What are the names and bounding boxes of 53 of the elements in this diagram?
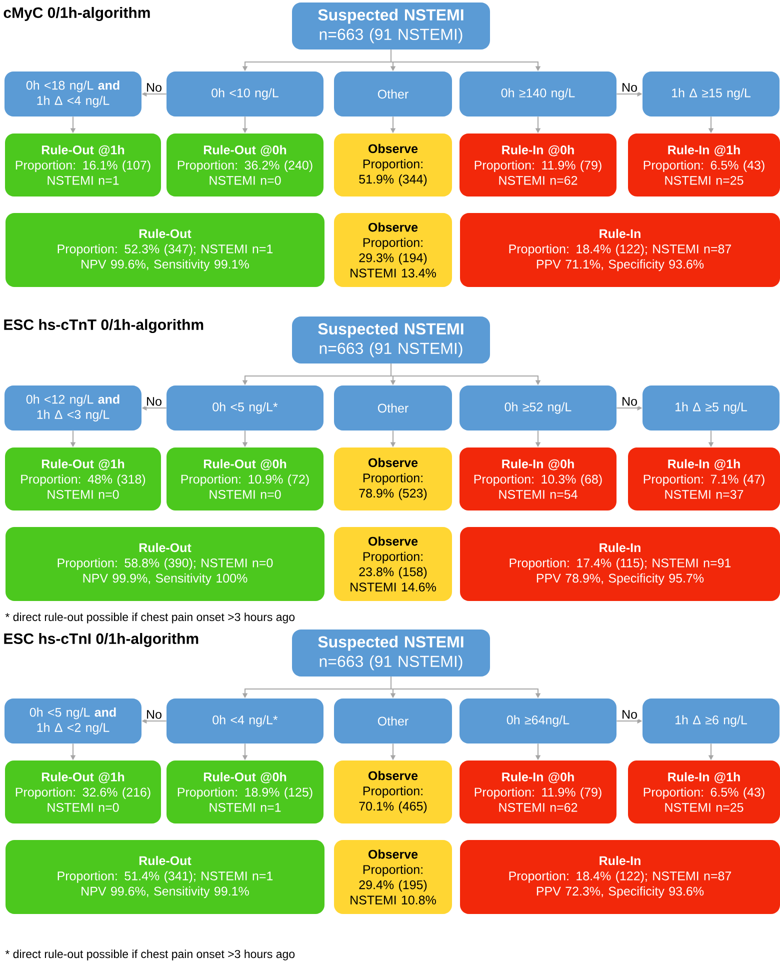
condition-box: Other [334,72,452,116]
rule-in-box: Rule-In @1h Proportion: 7.1% (47) NSTEMI n=37 [628,448,780,510]
rule-in-box: Rule-In @1h Proportion: 6.5% (43) NSTEMI n=25 [628,134,780,196]
rule-out-box: Rule-Out @1h Proportion: 16.1% (107) NSTEMI n=1 [5,134,161,196]
edge-label: No [620,396,638,407]
footnote: * direct rule-out possible if chest pain onset >3 hours ago [5,612,295,624]
rule-in-summary-box: Rule-In Proportion: 18.4% (122); NSTEMI n=87 PPV 71.1%, Specificity 93.6% [460,213,780,287]
condition-box: 1h Δ ≥6 ng/L [642,698,780,744]
observe-summary-box: Observe Proportion: 23.8% (158) NSTEMI 14.6% [334,527,452,601]
rule-in-summary-box: Rule-In Proportion: 18.4% (122); NSTEMI n=87 PPV 72.3%, Specificity 93.6% [460,840,780,914]
edge-label: No [620,82,638,93]
condition-box: 0h <5 ng/L and 1h Δ <2 ng/L [4,698,142,744]
condition-box: 0h ≥52 ng/L [460,386,616,430]
start-box: Suspected NSTEMI n=663 (91 NSTEMI) [292,630,490,676]
rule-out-box: Rule-Out @1h Proportion: 48% (318) NSTEMI n=0 [5,448,161,510]
rule-out-summary-box: Rule-Out Proportion: 51.4% (341); NSTEMI n=1 NPV 99.6%, Sensitivity 99.1% [6,840,324,914]
rule-in-box: Rule-In @0h Proportion: 11.9% (79) NSTEMI n=62 [460,760,616,824]
condition-box: 0h <18 ng/L and 1h Δ <4 ng/L [4,72,142,116]
condition-box: Other [334,386,452,430]
observe-box: Observe Proportion: 51.9% (344) [334,134,452,196]
condition-box: 0h <4 ng/L* [166,698,324,744]
edge-label: No [145,396,163,407]
rule-out-box: Rule-Out @0h Proportion: 18.9% (125) NSTEMI n=1 [166,760,324,824]
rule-out-summary-box: Rule-Out Proportion: 58.8% (390); NSTEMI n=0 NPV 99.9%, Sensitivity 100% [6,527,324,601]
condition-box: 0h <10 ng/L [166,72,324,116]
observe-box: Observe Proportion: 78.9% (523) [334,448,452,510]
rule-out-summary-box: Rule-Out Proportion: 52.3% (347); NSTEMI n=1 NPV 99.6%, Sensitivity 99.1% [6,213,324,287]
start-box: Suspected NSTEMI n=663 (91 NSTEMI) [292,316,490,364]
panel-title: cMyC 0/1h-algorithm [4,6,150,22]
condition-box: 1h Δ ≥5 ng/L [642,386,780,430]
panel-title: ESC hs-cTnT 0/1h-algorithm [4,318,204,334]
observe-summary-box: Observe Proportion: 29.3% (194) NSTEMI 13.4% [334,213,452,287]
condition-box: Other [334,698,452,744]
rule-out-box: Rule-Out @0h Proportion: 36.2% (240) NSTEMI n=0 [166,134,324,196]
observe-box: Observe Proportion: 70.1% (465) [334,760,452,824]
footnote: * direct rule-out possible if chest pain onset >3 hours ago [5,950,295,960]
condition-box: 0h <12 ng/L and 1h Δ <3 ng/L [4,386,142,430]
edge-label: No [145,709,163,720]
condition-box: 0h ≥64ng/L [460,698,616,744]
start-box: Suspected NSTEMI n=663 (91 NSTEMI) [292,2,490,50]
condition-box: 0h ≥140 ng/L [460,72,616,116]
rule-in-box: Rule-In @1h Proportion: 6.5% (43) NSTEMI n=25 [628,760,780,824]
panel-title: ESC hs-cTnI 0/1h-algorithm [4,632,198,648]
edge-label: No [620,709,638,720]
rule-in-box: Rule-In @0h Proportion: 11.9% (79) NSTEMI n=62 [460,134,616,196]
rule-in-summary-box: Rule-In Proportion: 17.4% (115); NSTEMI n=91 PPV 78.9%, Specificity 95.7% [460,527,780,601]
rule-in-box: Rule-In @0h Proportion: 10.3% (68) NSTEMI n=54 [460,448,616,510]
observe-summary-box: Observe Proportion: 29.4% (195) NSTEMI 10.8% [334,840,452,914]
edge-label: No [145,82,163,93]
condition-box: 1h Δ ≥15 ng/L [642,72,780,116]
rule-out-box: Rule-Out @0h Proportion: 10.9% (72) NSTEMI n=0 [166,448,324,510]
rule-out-box: Rule-Out @1h Proportion: 32.6% (216) NSTEMI n=0 [5,760,161,824]
condition-box: 0h <5 ng/L* [166,386,324,430]
